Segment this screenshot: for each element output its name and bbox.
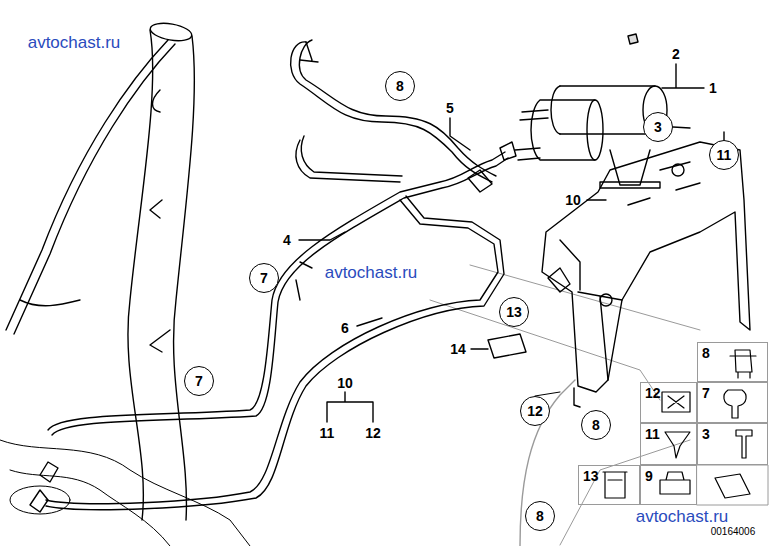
legend-cell: 8 <box>697 342 768 382</box>
watermark: avtochast.ru <box>26 34 123 51</box>
callout-circle: 8 <box>525 501 555 531</box>
watermark: avtochast.ru <box>323 264 420 281</box>
part-number: 10 <box>337 376 353 390</box>
callout-number: 8 <box>702 346 710 360</box>
part-number: 6 <box>341 321 349 335</box>
legend-cell: 11 <box>640 423 697 465</box>
callout-circle: 3 <box>643 112 673 142</box>
callout-number: 7 <box>260 271 268 285</box>
callout-number: 8 <box>536 509 544 523</box>
part-number: 11 <box>320 426 335 440</box>
callout-number: 7 <box>702 386 710 400</box>
callout-number: 11 <box>717 148 732 162</box>
legend-cell: 12 <box>640 382 697 423</box>
callout-number: 12 <box>527 404 543 418</box>
legend-cell: 3 <box>697 423 768 465</box>
callout-circle: 7 <box>249 263 279 293</box>
watermark: avtochast.ru <box>634 508 731 525</box>
callout-number: 11 <box>645 427 660 441</box>
callout-number: 9 <box>645 469 653 483</box>
callout-circle: 8 <box>385 71 415 101</box>
callout-circle: 11 <box>709 140 739 170</box>
part-number: 2 <box>672 47 680 61</box>
part-number: 12 <box>365 426 381 440</box>
legend-cell: 9 <box>640 465 697 505</box>
part-number: 10 <box>565 193 581 207</box>
callout-number: 12 <box>645 386 661 400</box>
callout-number: 8 <box>592 418 600 432</box>
legend-cell: 13 <box>578 465 640 505</box>
legend-cell: 7 <box>697 382 768 423</box>
callout-number: 13 <box>506 305 522 319</box>
part-number: 5 <box>446 101 454 115</box>
diagram-code: 00164006 <box>711 527 756 537</box>
part-number: 4 <box>283 233 291 247</box>
part-number: 14 <box>450 342 466 356</box>
callout-circle: 7 <box>184 366 214 396</box>
callout-number: 7 <box>195 374 203 388</box>
callout-number: 3 <box>702 427 710 441</box>
callout-circle: 13 <box>499 297 529 327</box>
callout-number: 13 <box>583 469 599 483</box>
callout-number: 8 <box>396 79 404 93</box>
callout-circle: 12 <box>520 396 550 426</box>
part-number: 1 <box>709 81 717 95</box>
callout-circle: 8 <box>581 410 611 440</box>
callout-number: 3 <box>654 120 662 134</box>
